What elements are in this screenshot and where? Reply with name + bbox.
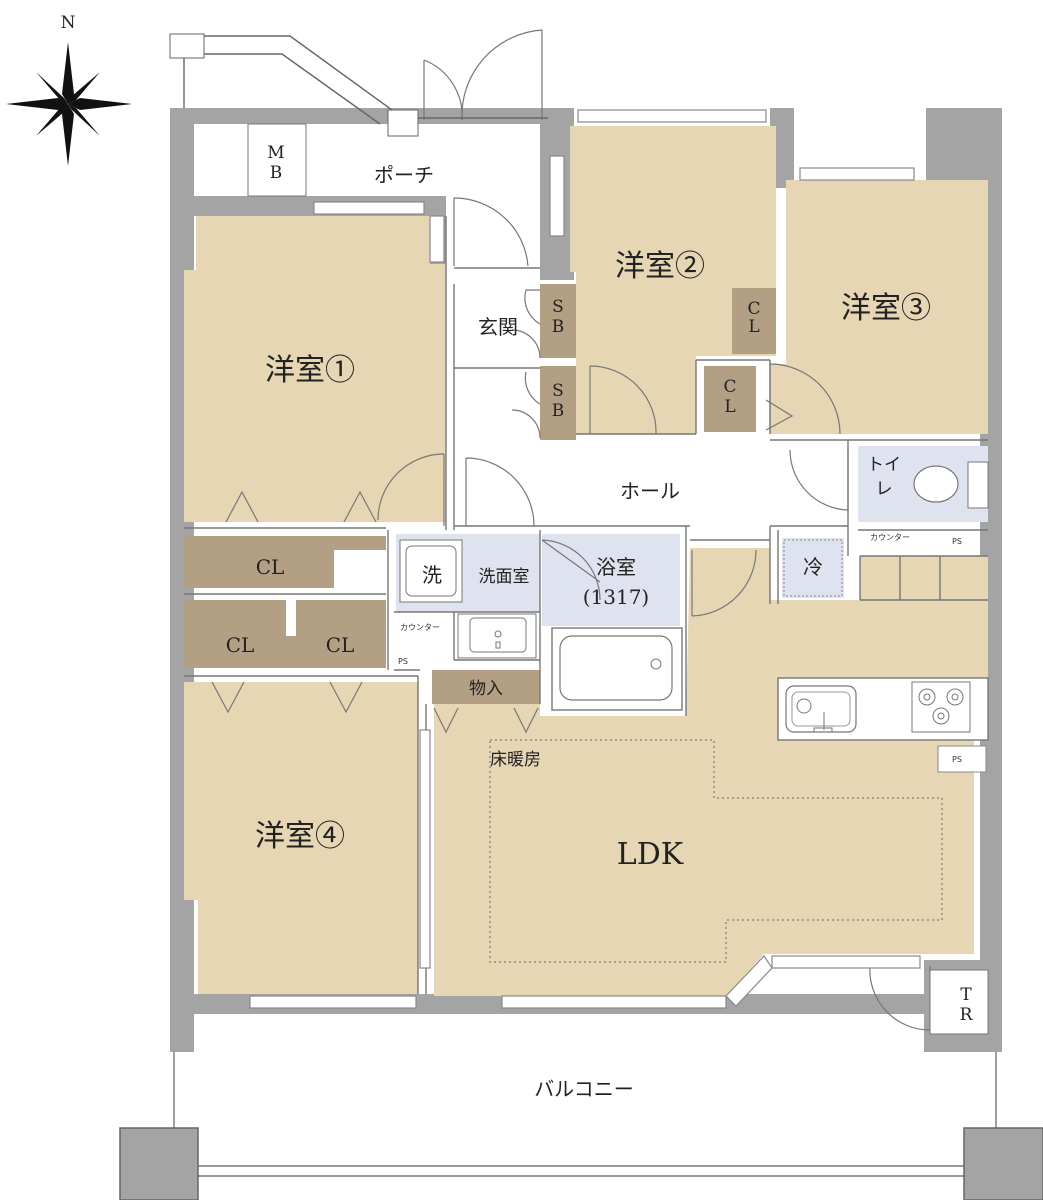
floor-heating-area — [489, 739, 943, 963]
porch-structure — [169, 33, 548, 137]
balcony-label: バルコニー — [534, 1077, 634, 1101]
wash-basin-icon — [457, 613, 537, 659]
closet-r2-c: C — [747, 299, 760, 319]
meter-box — [247, 123, 307, 197]
toilet-label-1: トイ — [867, 455, 901, 475]
western-room-3-floor — [770, 180, 988, 434]
trunk-room-t: T — [960, 985, 972, 1005]
gas-stove-icon — [911, 681, 971, 733]
porch-label: ポーチ — [374, 163, 434, 187]
closets — [184, 284, 776, 704]
bathroom-label: 浴室 — [596, 555, 636, 579]
counter-label-washroom: カウンター — [400, 623, 440, 632]
fridge-label: 冷 — [803, 555, 823, 579]
pipe-space-1: PS — [398, 657, 408, 666]
closet-label-2: CL — [226, 633, 255, 657]
compass-rose-icon — [6, 42, 132, 166]
fridge-space — [782, 538, 844, 598]
storage-label: 物入 — [469, 679, 503, 699]
pipe-space-3: PS — [952, 755, 962, 764]
shoebox-1-b: B — [552, 317, 565, 337]
ldk-floor — [434, 548, 988, 996]
western-room-4-label: 洋室④ — [255, 819, 345, 854]
floor-heating-label: 床暖房 — [490, 750, 541, 770]
western-room-3-label: 洋室③ — [841, 291, 931, 326]
closet-label-3: CL — [326, 633, 355, 657]
counter-label-toilet: カウンター — [870, 533, 910, 542]
door-swings — [377, 29, 931, 1031]
bathroom-floor — [542, 534, 680, 626]
washer-label: 洗 — [422, 563, 442, 587]
closet-label-1: CL — [256, 555, 285, 579]
folding-door-marks — [211, 399, 794, 734]
western-room-1-floor — [184, 216, 446, 522]
shoebox-2-s: S — [552, 381, 564, 401]
entrance-label: 玄関 — [478, 315, 518, 339]
toilet-label-2: レ — [876, 479, 893, 499]
toilet-icon — [913, 461, 989, 509]
meter-box-m: M — [267, 143, 284, 163]
pipe-space-2: PS — [952, 537, 962, 546]
balcony — [119, 1052, 1043, 1200]
shoebox-2-b: B — [552, 401, 565, 421]
western-room-2-label: 洋室② — [615, 249, 705, 284]
ldk-label: LDK — [617, 837, 684, 872]
western-room-1-label: 洋室① — [265, 353, 355, 388]
bathtub-icon — [551, 627, 683, 711]
meter-box-b: B — [270, 163, 283, 183]
trunk-room — [929, 969, 989, 1035]
shoebox-1-s: S — [552, 297, 564, 317]
compass-north-label: N — [61, 13, 76, 33]
closet-r3-c: C — [723, 377, 736, 397]
trunk-room-r: R — [960, 1005, 974, 1025]
western-room-4-floor — [184, 682, 418, 994]
western-room-2-floor — [570, 126, 776, 434]
windows — [249, 109, 921, 1009]
washroom-label: 洗面室 — [479, 567, 530, 587]
bathroom-size-label: (1317) — [583, 585, 650, 609]
closet-r3-l: L — [724, 397, 735, 417]
closet-r2-l: L — [748, 317, 759, 337]
washing-machine-icon — [399, 539, 463, 603]
hall-label: ホール — [620, 479, 680, 503]
